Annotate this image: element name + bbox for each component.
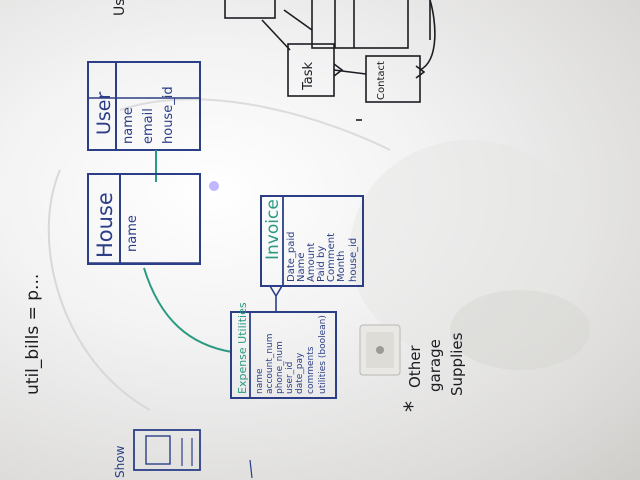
invoice-field-5: Month [336,251,347,282]
user-table: User name email house_id [87,61,201,151]
user-field-2: house_id [161,86,176,144]
expense-field-0: name [255,368,265,394]
top-right-diagram [224,0,436,121]
expense-field-6: utilities (boolean) [318,315,328,394]
expense-field-2: phone_num [275,341,285,394]
invoice-field-2: Amount [306,243,317,282]
invoice-table: Invoice Date_paid Name Amount Paid by Co… [260,195,364,287]
garage-note: * Other garage Supplies [401,332,466,412]
invoice-field-4: Comment [326,233,337,282]
house-table-title: House [93,192,117,258]
expense-field-4: date_pay [295,352,305,394]
invoice-field-1: Name [296,252,307,282]
user-field-0: name [121,107,136,144]
expense-table-title: Expense Utilities [236,302,249,394]
contact-label: Contact [376,61,387,100]
expense-field-1: account_num [265,333,275,394]
invoice-field-6: house_id [348,238,359,282]
house-expense-link [143,267,233,353]
user-table-title: User [93,92,115,135]
invoice-field-0: Date_paid [286,231,297,282]
expense-table: Expense Utilities name account_num phone… [230,302,337,399]
expense-field-5: comments [306,346,316,394]
invoice-field-3: Paid by [316,246,327,282]
note-line-0: Other [406,345,424,388]
task-label: Task [301,61,316,91]
invoice-expense-link [269,285,283,312]
note-star: * [401,401,426,412]
invoice-table-title: Invoice [263,199,283,260]
expense-field-3: user_id [285,362,295,394]
light-glare [209,181,219,191]
magnet-box [359,324,401,376]
note-line-2: Supplies [448,332,466,396]
house-table: House name [87,173,201,265]
bottom-left-diagram [133,429,253,479]
show-label: Show [113,445,127,478]
top-label-text: Us [112,0,128,16]
user-field-1: email [141,108,156,144]
left-formula-text: util_bills = p... [23,274,43,395]
note-line-1: garage [426,339,444,392]
house-field-0: name [125,215,140,252]
